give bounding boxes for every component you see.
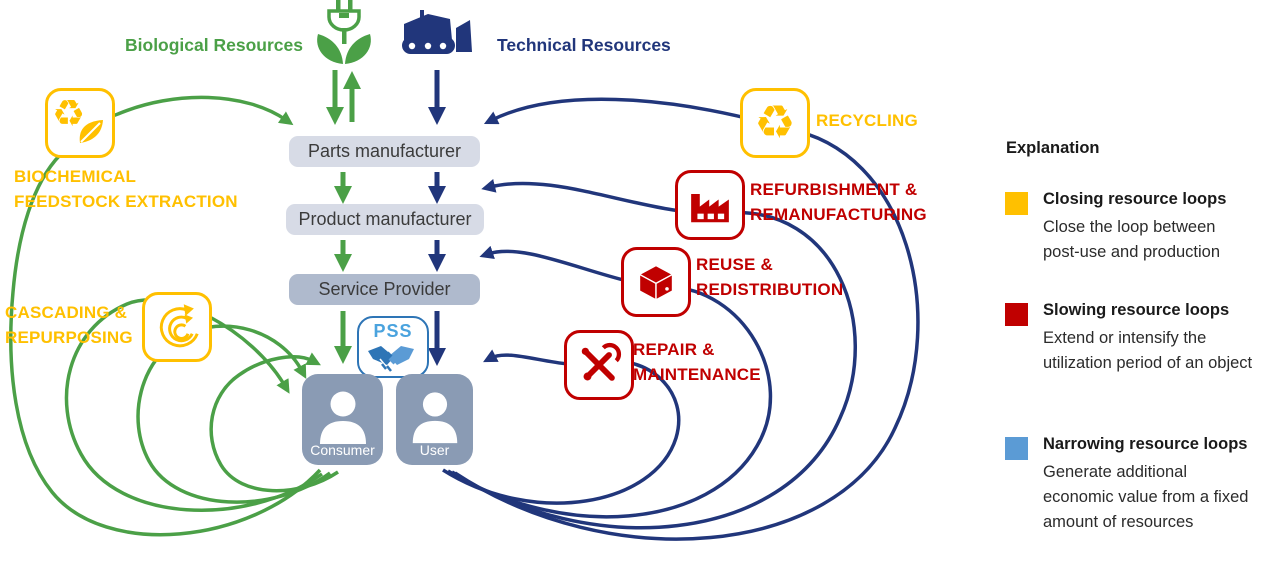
recycle-arrows-glyph: ♻ bbox=[754, 95, 796, 149]
slowing-loops-title: Slowing resource loops bbox=[1043, 301, 1230, 319]
parts-manufacturer-box: Parts manufacturer bbox=[289, 136, 480, 167]
repair-maintenance-loop bbox=[442, 349, 681, 505]
biochemical-extraction-label: BIOCHEMICAL FEEDSTOCK EXTRACTION bbox=[14, 167, 238, 211]
service-provider-box: Service Provider bbox=[289, 274, 480, 305]
reuse-label: REUSE & REDISTRIBUTION bbox=[696, 255, 844, 299]
closing-loops-swatch bbox=[1005, 192, 1028, 215]
handshake-icon bbox=[368, 343, 414, 378]
user-box: User bbox=[396, 374, 473, 465]
biological-resources-label: Biological Resources bbox=[125, 35, 303, 55]
biochemical-extraction-icon: ♻ bbox=[45, 88, 115, 158]
cascading-repurposing-label: CASCADING & REPURPOSING bbox=[5, 303, 133, 347]
recycling-loop bbox=[454, 97, 920, 541]
closing-loops-desc: Close the loop between post-use and prod… bbox=[1043, 218, 1221, 261]
pss-box: PSS bbox=[357, 316, 429, 378]
plant-plug-icon bbox=[314, 0, 374, 71]
cascading-loop-middle bbox=[136, 324, 332, 504]
recycling-label: RECYCLING bbox=[816, 111, 918, 130]
bulldozer-icon bbox=[398, 8, 474, 63]
consumer-label: Consumer bbox=[310, 442, 375, 458]
narrowing-loops-title: Narrowing resource loops bbox=[1043, 435, 1248, 453]
cascading-icon bbox=[142, 292, 212, 362]
recycle-arrows-glyph: ♻ bbox=[52, 92, 86, 135]
repair-tools-icon bbox=[564, 330, 634, 400]
legend-item-narrowing: Narrowing resource loops Generate additi… bbox=[1005, 435, 1265, 535]
narrowing-loops-swatch bbox=[1005, 437, 1028, 460]
user-label: User bbox=[419, 442, 450, 458]
recycling-icon: ♻ bbox=[740, 88, 810, 158]
person-icon bbox=[412, 392, 457, 444]
closing-loops-title: Closing resource loops bbox=[1043, 190, 1227, 208]
consumer-box: Consumer bbox=[302, 374, 383, 465]
person-icon bbox=[319, 391, 366, 444]
slowing-loops-desc: Extend or intensify the utilization peri… bbox=[1043, 329, 1253, 372]
legend-title: Explanation bbox=[1006, 139, 1100, 157]
cascading-loop-inner bbox=[209, 352, 339, 493]
biochemical-feedstock-loop bbox=[9, 95, 322, 537]
pss-label: PSS bbox=[373, 321, 413, 341]
repair-label: REPAIR & MAINTENANCE bbox=[633, 340, 761, 384]
refurbishment-loop bbox=[451, 179, 857, 530]
product-manufacturer-box: Product manufacturer bbox=[286, 204, 484, 235]
legend-item-closing: Closing resource loops Close the loop be… bbox=[1005, 190, 1265, 265]
slowing-loops-swatch bbox=[1005, 303, 1028, 326]
reuse-redistribution-loop bbox=[447, 245, 773, 519]
narrowing-loops-desc: Generate additional economic value from … bbox=[1043, 463, 1249, 531]
leaf-icon bbox=[79, 120, 103, 143]
factory-icon bbox=[675, 170, 745, 240]
technical-resources-label: Technical Resources bbox=[497, 35, 671, 55]
package-box-icon bbox=[621, 247, 691, 317]
refurbishment-label: REFURBISHMENT & REMANUFACTURING bbox=[750, 180, 927, 224]
legend-item-slowing: Slowing resource loops Extend or intensi… bbox=[1005, 301, 1265, 376]
